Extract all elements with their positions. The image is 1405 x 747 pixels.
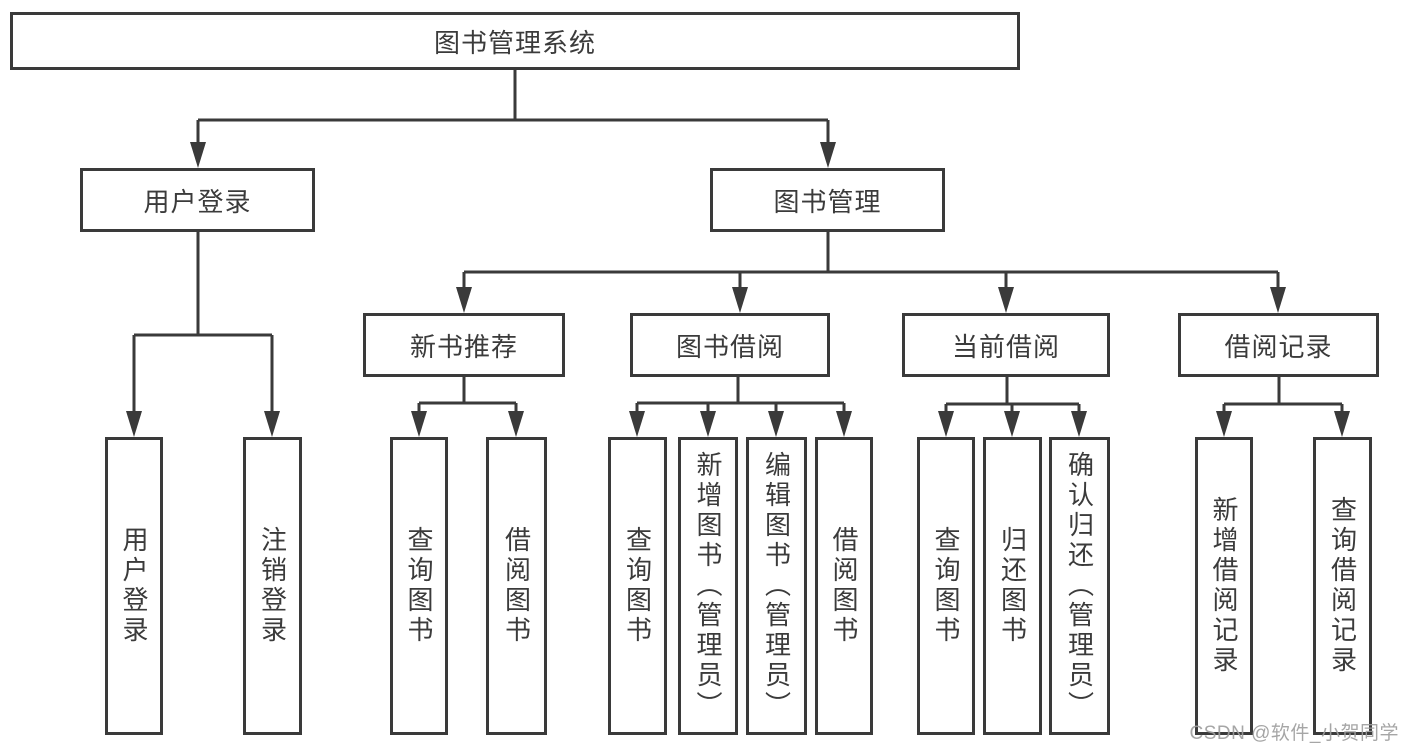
node-borrowing-records: 借阅记录 <box>1178 313 1379 377</box>
leaf-borrow-books: 借阅图书 <box>815 437 873 735</box>
node-book-management: 图书管理 <box>710 168 945 232</box>
node-label: 注销登录 <box>257 526 288 646</box>
leaf-query-books-current: 查询图书 <box>917 437 975 735</box>
node-label: 图书管理 <box>773 186 882 217</box>
arrowhead <box>629 411 645 437</box>
arrowhead <box>508 411 524 437</box>
arrowhead <box>1071 411 1087 437</box>
arrowhead <box>998 287 1014 313</box>
node-user-login: 用户登录 <box>80 168 315 232</box>
leaf-edit-books-admin: 编辑图书（管理员） <box>746 437 807 735</box>
arrowhead <box>768 411 784 437</box>
leaf-query-books-borrowing: 查询图书 <box>608 437 667 735</box>
node-label: 借阅图书 <box>829 526 859 646</box>
arrowhead <box>456 287 472 313</box>
leaf-query-books-recommend: 查询图书 <box>390 437 448 735</box>
arrowhead <box>126 411 142 437</box>
arrowhead <box>836 411 852 437</box>
node-current-borrowing: 当前借阅 <box>902 313 1110 377</box>
connector-book-management-children <box>462 232 1280 296</box>
node-label: 用户登录 <box>143 186 252 217</box>
arrowhead <box>938 411 954 437</box>
arrowhead <box>1334 411 1350 437</box>
arrowhead <box>1004 411 1020 437</box>
node-library-management-system: 图书管理系统 <box>10 12 1020 70</box>
connector-book-borrowing-children <box>635 377 846 419</box>
leaf-borrow-books-recommend: 借阅图书 <box>486 437 547 735</box>
arrowhead <box>1216 411 1232 437</box>
node-label: 用户登录 <box>119 526 149 646</box>
node-label: 编辑图书（管理员） <box>761 451 792 721</box>
connector-new-book-recommend-children <box>417 377 518 419</box>
arrowhead <box>1270 287 1286 313</box>
node-label: 图书借阅 <box>675 331 784 362</box>
node-new-book-recommend: 新书推荐 <box>363 313 565 377</box>
connector-root-to-level1 <box>196 70 830 150</box>
arrowhead <box>700 411 716 437</box>
connector-user-login-children <box>132 232 274 419</box>
node-label: 借阅记录 <box>1224 331 1333 362</box>
node-book-borrowing: 图书借阅 <box>630 313 830 377</box>
node-label: 新增图书（管理员） <box>693 451 723 721</box>
connector-current-borrowing-children <box>944 377 1081 419</box>
leaf-query-borrow-record: 查询借阅记录 <box>1313 437 1372 735</box>
arrowhead <box>190 142 206 168</box>
node-label: 确认归还（管理员） <box>1064 451 1095 721</box>
leaf-add-books-admin: 新增图书（管理员） <box>678 437 738 735</box>
node-label: 新书推荐 <box>409 331 518 362</box>
node-label: 图书管理系统 <box>433 27 596 58</box>
node-label: 查询图书 <box>404 526 434 646</box>
node-label: 查询借阅记录 <box>1327 496 1358 676</box>
leaf-add-borrow-record: 新增借阅记录 <box>1195 437 1253 735</box>
connector-borrowing-records-children <box>1222 377 1344 419</box>
node-label: 借阅图书 <box>501 526 532 646</box>
leaf-confirm-return-admin: 确认归还（管理员） <box>1049 437 1110 735</box>
node-label: 归还图书 <box>997 526 1028 646</box>
arrowhead <box>732 287 748 313</box>
node-label: 查询图书 <box>622 526 653 646</box>
node-label: 当前借阅 <box>951 331 1060 362</box>
arrowhead <box>264 411 280 437</box>
leaf-user-login: 用户登录 <box>105 437 163 735</box>
arrowhead <box>411 411 427 437</box>
csdn-watermark: CSDN @软件_小贺同学 <box>1189 723 1399 744</box>
node-label: 新增借阅记录 <box>1209 496 1239 676</box>
arrowhead <box>820 142 836 168</box>
node-label: 查询图书 <box>931 526 961 646</box>
leaf-logout-login: 注销登录 <box>243 437 302 735</box>
leaf-return-books: 归还图书 <box>983 437 1042 735</box>
